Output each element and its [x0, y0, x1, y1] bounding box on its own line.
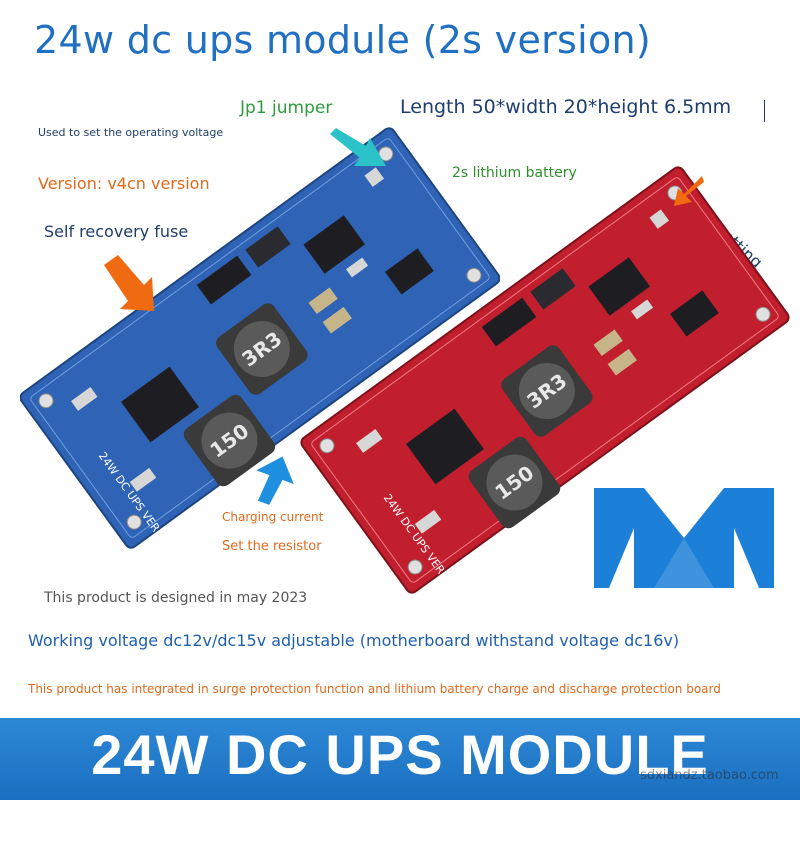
bottom-banner: [0, 718, 800, 800]
set-resistor-label: Set the resistor: [222, 539, 322, 554]
banner-title: 24W DC UPS MODULE V4.0CN: [91, 723, 709, 851]
brand-logo-icon: [594, 488, 774, 588]
arrow-orange-icon: [674, 176, 704, 206]
page-title: 24w dc ups module (2s version): [34, 18, 652, 62]
integrated-protection-text: This product has integrated in surge pro…: [28, 682, 721, 696]
arrow-orange-icon: [104, 255, 154, 311]
arrow-blue-icon: [256, 456, 294, 505]
blue-board-image: 3R3 150 24W DC UPS VER:V4.0CN: [20, 127, 500, 558]
version-label: Version: v4cn version: [38, 174, 210, 193]
operating-voltage-note: Used to set the operating voltage: [38, 126, 224, 139]
dimensions-label: Length 50*width 20*height 6.5mm: [400, 96, 732, 118]
working-voltage-text: Working voltage dc12v/dc15v adjustable (…: [28, 631, 680, 650]
divider: [764, 100, 765, 122]
fuse-label: Self recovery fuse: [44, 222, 189, 241]
arrow-cyan-icon: [330, 128, 386, 166]
design-date-label: This product is designed in may 2023: [44, 590, 308, 606]
lithium-battery-label: 2s lithium battery: [452, 165, 577, 181]
charging-current-label: Charging current: [222, 510, 324, 524]
red-board-image: 3R3 150 24W DC UPS VER:V4.0CN: [300, 166, 790, 610]
watermark: sdxiandz.taobao.com: [640, 768, 779, 783]
jp1-jumper-label: Jp1 jumper: [240, 98, 333, 118]
